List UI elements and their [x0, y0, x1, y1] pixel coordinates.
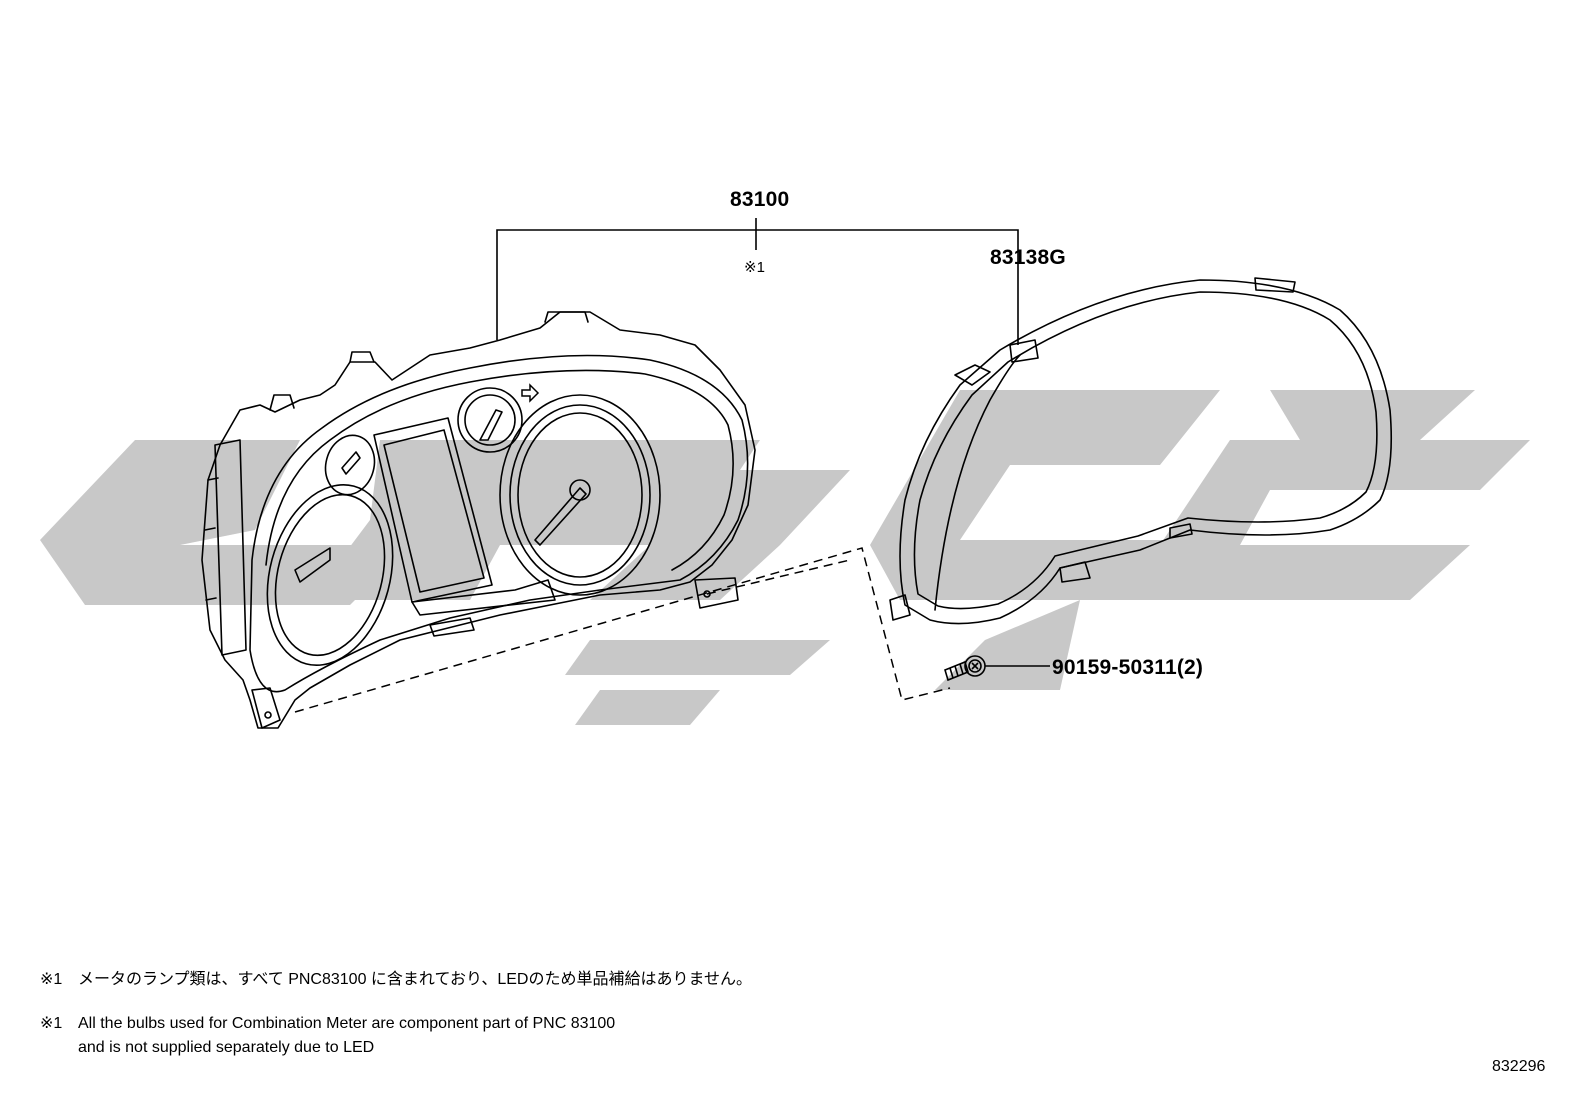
label-combination-meter-assembly: 83100 — [730, 188, 790, 211]
note-japanese: ※1 メータのランプ類は、すべて PNC83100 に含まれており、LEDのため単… — [40, 968, 752, 992]
note-english-line2: and is not supplied separately due to LE… — [78, 1039, 375, 1056]
label-meter-lens: 83138G — [990, 246, 1066, 269]
label-assembly-note-ref: ※1 — [744, 259, 765, 276]
note-japanese-mark: ※1 — [40, 971, 63, 988]
note-japanese-text: メータのランプ類は、すべて PNC83100 に含まれており、LEDのため単品補… — [78, 971, 752, 988]
dealer-logo-watermark — [40, 390, 1530, 725]
diagram-id: 832296 — [1492, 1058, 1546, 1075]
arrow-icon — [521, 383, 540, 403]
meter-lens — [889, 277, 1393, 625]
installation-guide-lines — [294, 547, 951, 713]
label-screw: 90159-50311(2) — [1052, 656, 1204, 679]
callout-leaders — [496, 218, 1050, 667]
combination-meter-assembly — [201, 311, 756, 729]
note-english-mark: ※1 — [40, 1015, 63, 1032]
note-english-line1: All the bulbs used for Combination Meter… — [78, 1015, 616, 1032]
note-english: ※1 All the bulbs used for Combination Met… — [40, 1012, 615, 1060]
